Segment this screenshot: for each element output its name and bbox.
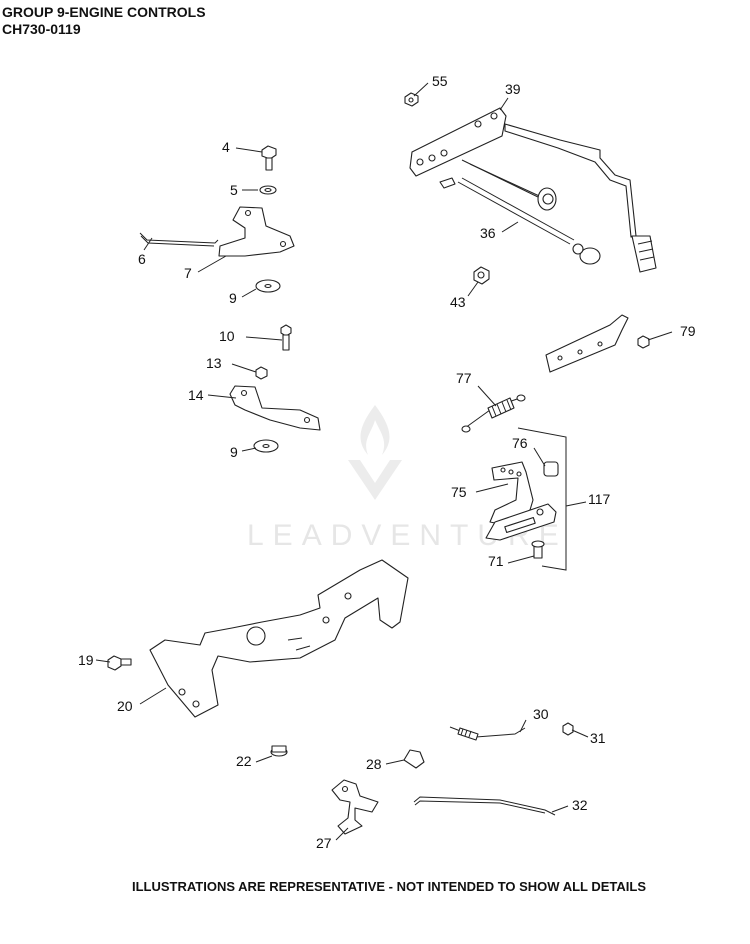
callout-75: 75 [451, 484, 467, 500]
callout-32: 32 [572, 797, 588, 813]
part-30-spring[interactable] [449, 726, 526, 741]
part-20-main-control-bracket[interactable] [149, 559, 409, 718]
part-28-clip[interactable] [403, 749, 425, 769]
part-6-link-rod[interactable] [139, 232, 219, 247]
callout-9-upper: 9 [229, 290, 237, 306]
disclaimer-footer: ILLUSTRATIONS ARE REPRESENTATIVE - NOT I… [132, 879, 646, 894]
part-9-washer-upper[interactable] [255, 279, 281, 293]
part-79-screw[interactable] [637, 335, 650, 349]
part-27-small-bracket[interactable] [331, 779, 379, 835]
part-55-nut[interactable] [404, 92, 419, 107]
part-36-choke-throttle-cables[interactable] [439, 159, 657, 273]
callout-6: 6 [138, 251, 146, 267]
callout-77: 77 [456, 370, 472, 386]
model-number: CH730-0119 [2, 21, 81, 37]
page-title: GROUP 9-ENGINE CONTROLS [2, 4, 206, 20]
callout-30: 30 [533, 706, 549, 722]
part-19-flange-screw[interactable] [107, 655, 132, 671]
part-14-control-plate[interactable] [229, 385, 321, 431]
callout-20: 20 [117, 698, 133, 714]
callout-14: 14 [188, 387, 204, 403]
leader-lines [95, 82, 673, 841]
callout-4: 4 [222, 139, 230, 155]
callout-79: 79 [680, 323, 696, 339]
part-117-lever-assembly-bracket [517, 427, 567, 571]
part-39-throttle-control-bracket[interactable] [409, 107, 637, 238]
part-71-slide-plate[interactable] [485, 503, 557, 541]
part-13-nut[interactable] [255, 366, 268, 380]
part-76-nut[interactable] [543, 461, 559, 477]
callout-9-lower: 9 [230, 444, 238, 460]
callout-31: 31 [590, 730, 606, 746]
part-22-nut[interactable] [270, 745, 288, 757]
part-31-screw[interactable] [562, 722, 574, 736]
callout-117: 117 [588, 491, 611, 507]
callout-71: 71 [488, 553, 504, 569]
part-43-nut[interactable] [473, 266, 490, 285]
callout-10: 10 [219, 328, 235, 344]
part-control-mount-bracket[interactable] [545, 314, 629, 373]
callout-27: 27 [316, 835, 332, 851]
part-9-washer-lower[interactable] [253, 439, 279, 453]
callout-39: 39 [505, 81, 521, 97]
part-7-control-bracket[interactable] [218, 206, 295, 257]
part-71-pin[interactable] [531, 540, 545, 559]
callout-7: 7 [184, 265, 192, 281]
callout-labels: 55 39 4 5 6 7 36 9 43 10 79 13 77 14 9 7… [78, 73, 696, 851]
part-4-bolt[interactable] [261, 145, 277, 171]
callout-5: 5 [230, 182, 238, 198]
callout-36: 36 [480, 225, 496, 241]
part-32-control-rod[interactable] [413, 796, 556, 816]
part-77-extension-spring[interactable] [461, 394, 526, 433]
callout-28: 28 [366, 756, 382, 772]
callout-43: 43 [450, 294, 466, 310]
callout-76: 76 [512, 435, 528, 451]
callout-55: 55 [432, 73, 448, 89]
callout-19: 19 [78, 652, 94, 668]
part-5-washer[interactable] [259, 185, 277, 195]
callout-22: 22 [236, 753, 252, 769]
part-10-shoulder-bolt[interactable] [280, 324, 292, 351]
callout-13: 13 [206, 355, 222, 371]
